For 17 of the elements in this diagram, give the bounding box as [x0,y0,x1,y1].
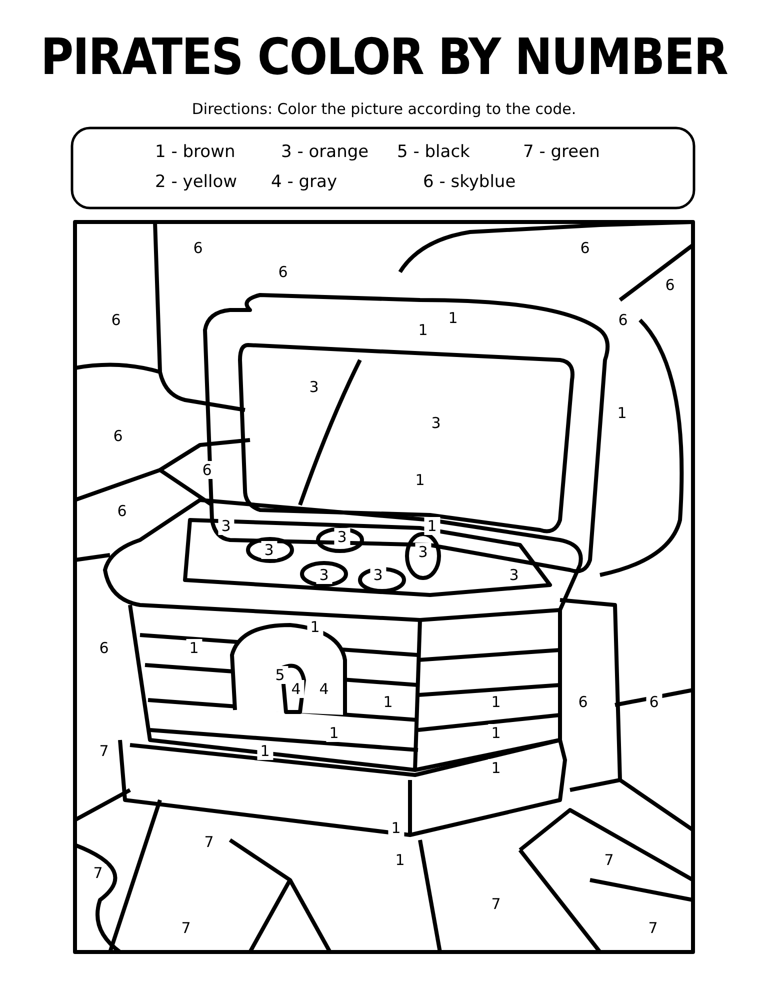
color-key: 7 - green [523,142,600,162]
title: PIRATES COLOR BY NUMBER [40,28,728,86]
color-key: 3 - orange [281,142,369,162]
color-key: 4 - gray [271,172,338,192]
region-number: 3 [334,528,350,546]
region-number: 1 [307,618,323,636]
region-number: 3 [218,517,234,535]
color-key: 5 - black [397,142,470,162]
region-number: 3 [316,566,332,584]
directions-text: Directions: Color the picture according to the code. [190,100,578,118]
region-number: 1 [424,517,440,535]
color-key: 1 - brown [155,142,236,162]
region-number: 1 [388,819,404,837]
region-number: 3 [261,541,277,559]
color-key: 6 - skyblue [423,172,516,192]
region-number: 1 [257,742,273,760]
color-key: 2 - yellow [155,172,238,192]
